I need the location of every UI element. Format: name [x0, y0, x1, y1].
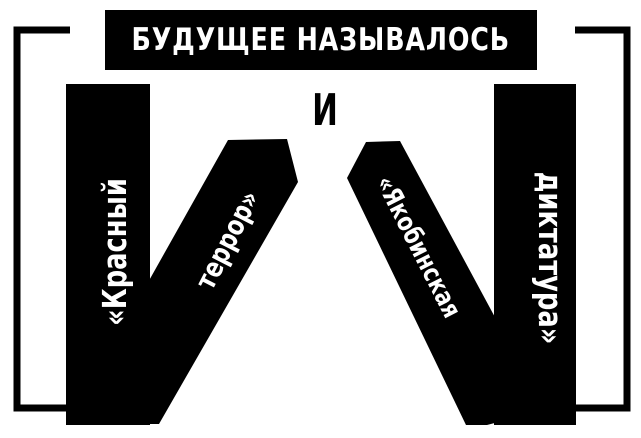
right-vertical-bar — [494, 84, 576, 425]
frame-bracket — [13, 26, 631, 412]
title-text: БУДУЩЕЕ НАЗЫВАЛОСЬ — [131, 22, 511, 58]
connector-letter: И — [312, 84, 338, 136]
label-krasny: «Красный — [95, 178, 134, 326]
label-diktatura: диктатура» — [531, 171, 570, 345]
title-banner: БУДУЩЕЕ НАЗЫВАЛОСЬ — [105, 10, 537, 70]
left-diagonal-bar — [66, 139, 298, 424]
